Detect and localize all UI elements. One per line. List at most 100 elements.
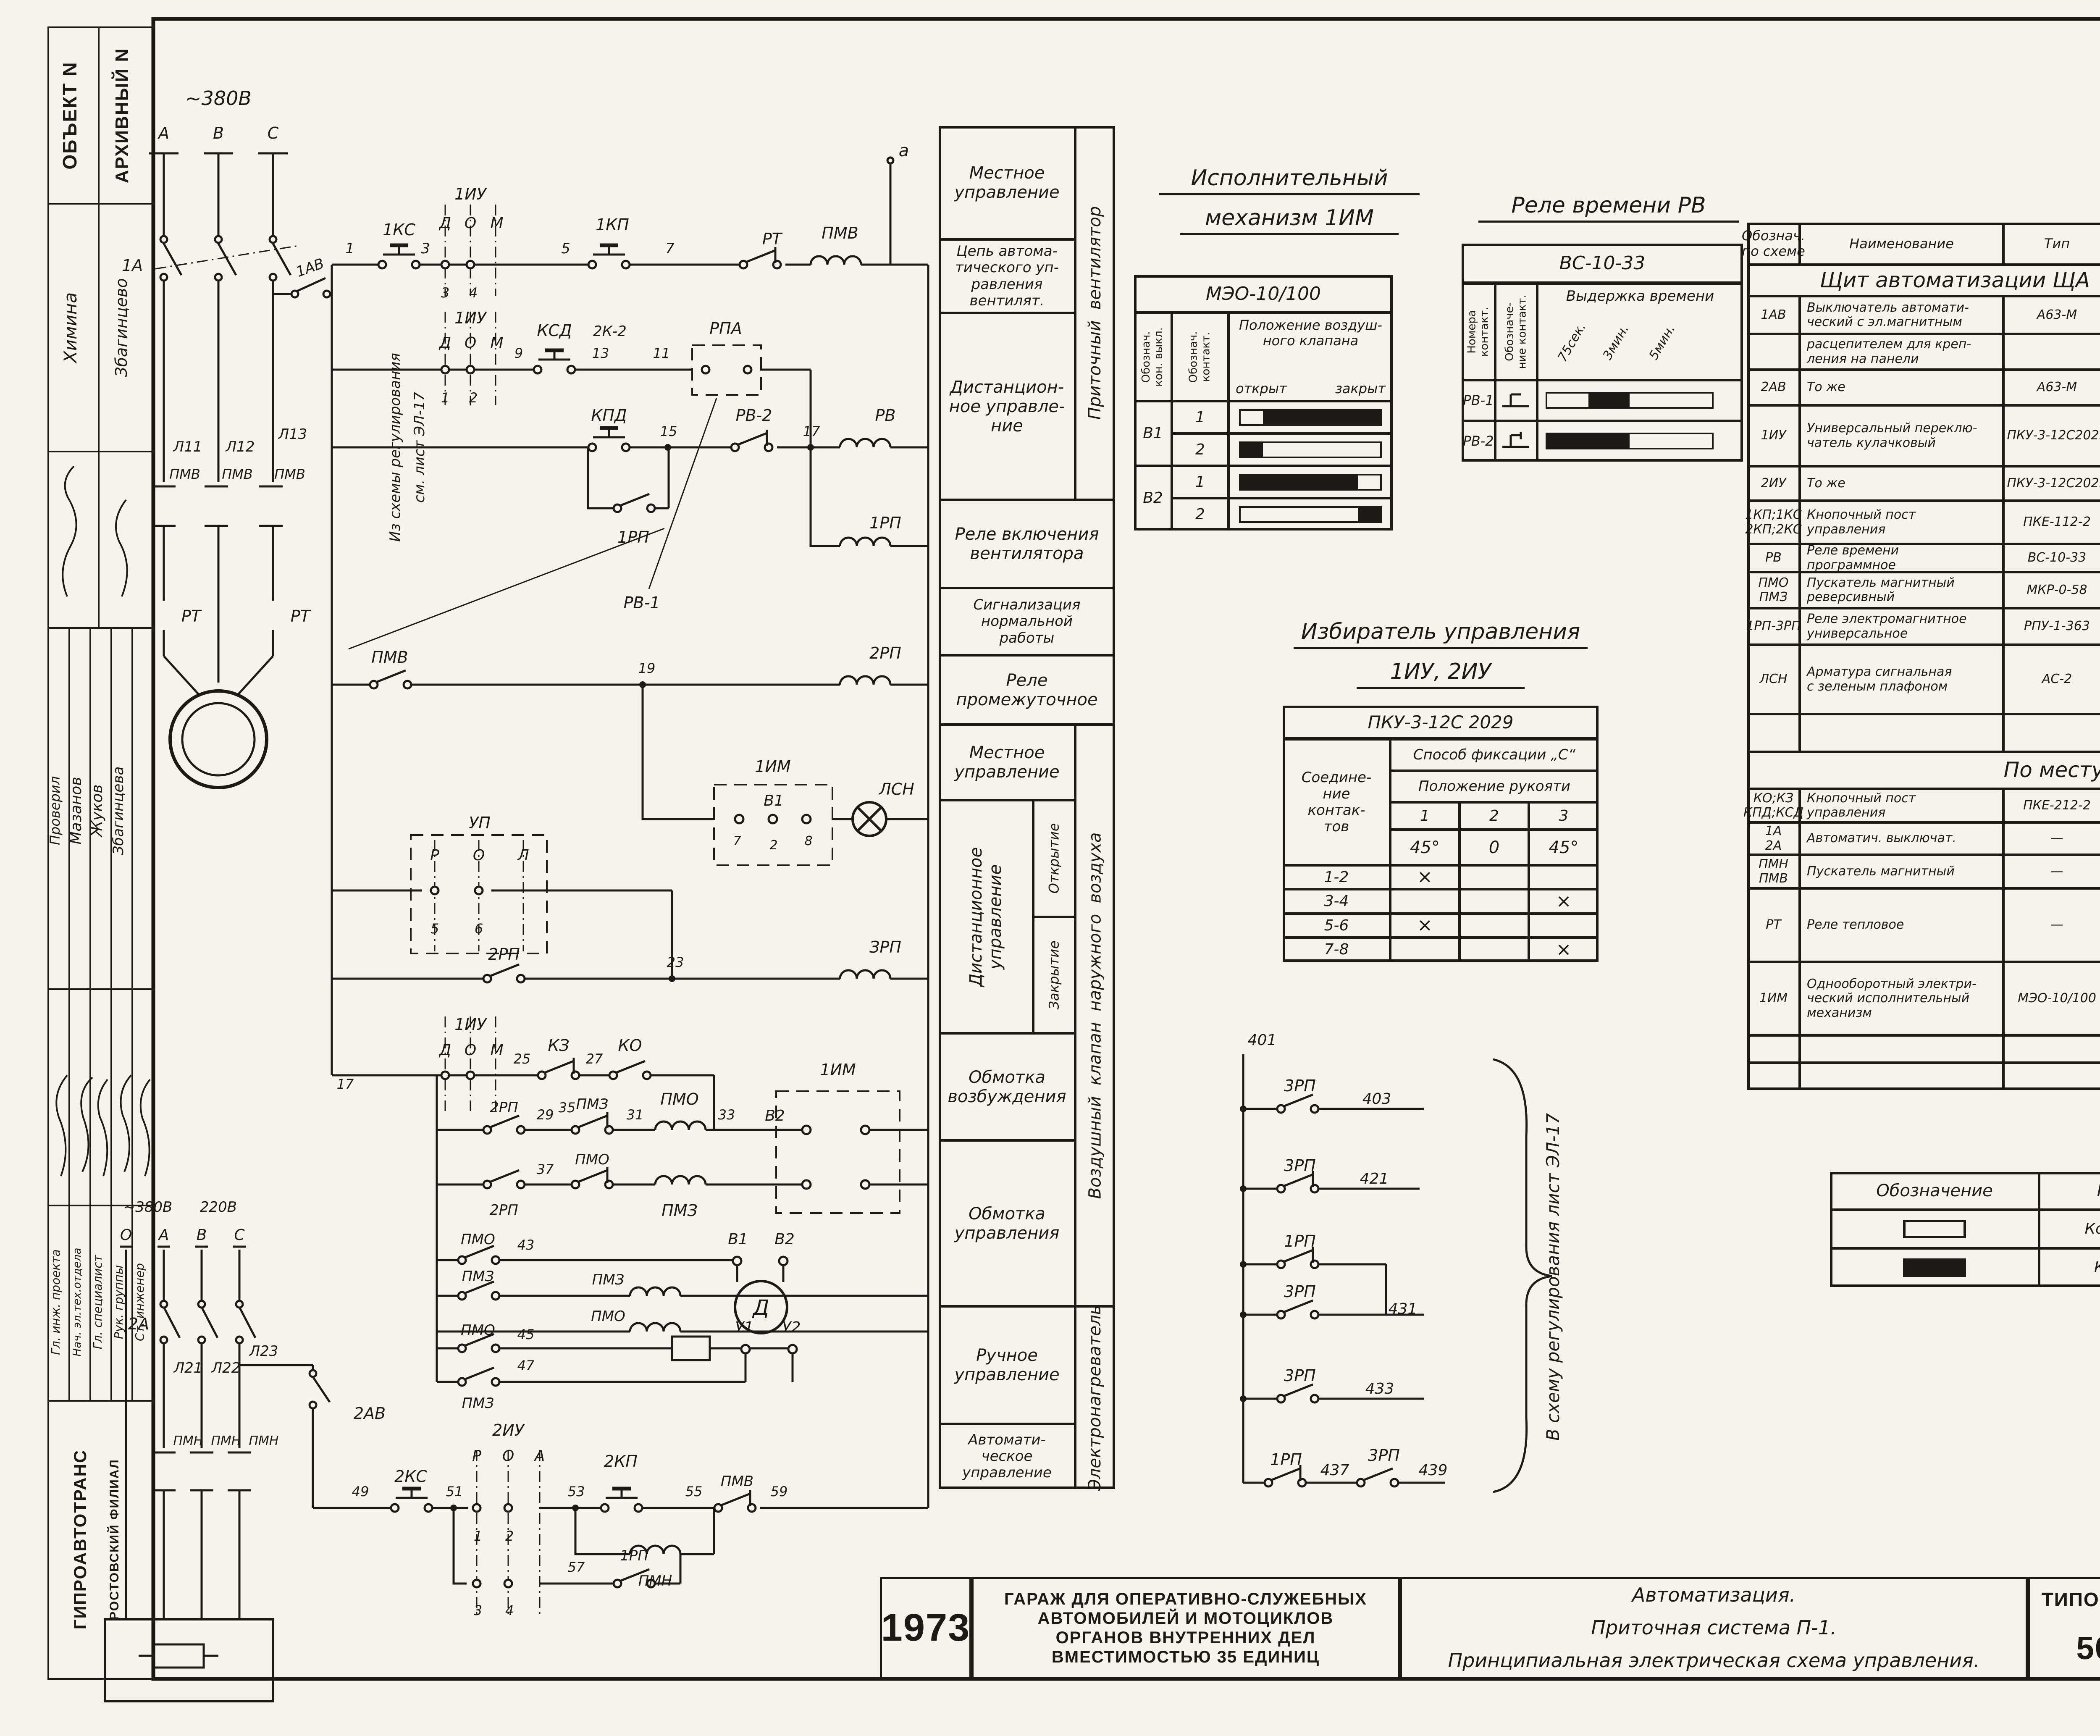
selector-columns bbox=[155, 205, 541, 1615]
schematic-label: КПД bbox=[591, 406, 627, 425]
rv-contact-symbol bbox=[1502, 393, 1529, 407]
sel-mark-cell: × bbox=[1390, 865, 1460, 889]
schematic-label: Л12 bbox=[225, 439, 255, 455]
bom-ref: 1А 2А bbox=[1747, 822, 1800, 855]
rv-contact-symbol bbox=[1502, 431, 1529, 448]
rv-contact-glyph bbox=[1495, 380, 1537, 421]
schematic-label: Л13 bbox=[278, 426, 307, 443]
apparatus-boxes bbox=[410, 344, 900, 1214]
schematic-label: О bbox=[465, 334, 476, 352]
title-object-line: ВМЕСТИМОСТЬЮ 35 ЕДИНИЦ bbox=[1051, 1647, 1320, 1666]
schematic-label: Проверил bbox=[47, 776, 63, 845]
schematic-label: 13 bbox=[592, 345, 609, 361]
schematic-label: 401 bbox=[1248, 1032, 1277, 1049]
sel-mark-cell: × bbox=[1390, 914, 1460, 938]
selector-table-title-2: 1ИУ, 2ИУ bbox=[1357, 659, 1525, 689]
terminals bbox=[159, 156, 895, 1589]
schematic-label: ПМВ bbox=[222, 466, 253, 482]
signature-squiggles bbox=[55, 465, 151, 1177]
schematic-label: ПМО bbox=[660, 1090, 698, 1108]
rv-time-span bbox=[1546, 433, 1714, 449]
bom-name: Пускатель магнитный реверсивный bbox=[1800, 572, 2003, 608]
schematic-label: 19 bbox=[638, 660, 656, 676]
schematic-label: 2А bbox=[128, 1315, 149, 1333]
bom-name: Реле тепловое bbox=[1800, 888, 2003, 962]
rv-table-title: Реле времени РВ bbox=[1478, 193, 1739, 223]
sel-mark-cell bbox=[1460, 914, 1529, 938]
schematic-label: 11 bbox=[653, 345, 670, 361]
sel-mark-cell bbox=[1460, 865, 1529, 889]
bom-type: МКР-0-58 bbox=[2003, 572, 2100, 608]
schematic-label: 51 bbox=[446, 1484, 463, 1500]
bom-name: Реле электромагнитное универсальное bbox=[1800, 608, 2003, 645]
im-contact-state-filled-span bbox=[1241, 474, 1358, 491]
bom-name bbox=[1800, 1035, 2003, 1063]
schematic-label: 2КП bbox=[604, 1452, 638, 1471]
schematic-label: ЗРП bbox=[869, 938, 901, 956]
schematic-label: 7 bbox=[733, 834, 741, 848]
bom-type: А63-М bbox=[2003, 296, 2100, 334]
schematic-label: РТ bbox=[762, 230, 783, 248]
schematic-label: 2КС bbox=[394, 1467, 427, 1486]
bom-name: То же bbox=[1800, 466, 2003, 501]
schematic-label: ПМЗ bbox=[576, 1096, 609, 1113]
function-row-4: Сигнализация нормальной работы bbox=[939, 588, 1115, 655]
schematic-label: Рук. группы bbox=[112, 1265, 126, 1339]
schematic-label: 37 bbox=[537, 1161, 554, 1177]
schematic-label: 49 bbox=[352, 1484, 369, 1500]
legend-symbol-filled bbox=[1903, 1258, 1966, 1277]
function-row-11: Автомати- ческое управление bbox=[939, 1424, 1075, 1489]
schematic-label: В bbox=[197, 1226, 207, 1244]
schematic-label: 1РП bbox=[869, 514, 901, 532]
bom-name: Универсальный переклю- чатель кулачковый bbox=[1800, 405, 2003, 466]
schematic-label: 17 bbox=[803, 423, 820, 439]
bom-ref: ПМН ПМВ bbox=[1747, 855, 1800, 888]
sel-contacts-1-2: 1-2 bbox=[1283, 865, 1390, 889]
title-series: ТИПОВОЙ ПРОЕКТ 503-208 bbox=[2028, 1577, 2100, 1679]
schematic-label: РВ bbox=[875, 406, 896, 425]
im-contact-state bbox=[1239, 441, 1382, 458]
series-label: ТИПОВОЙ ПРОЕКТ bbox=[2041, 1589, 2100, 1611]
bom-type bbox=[2003, 1035, 2100, 1063]
title-line: Автоматизация. bbox=[1632, 1584, 1796, 1607]
rv-time-span-filled-span bbox=[1588, 392, 1630, 409]
schematic-label: Нач. эл.тех.отдела bbox=[71, 1248, 84, 1357]
schematic-label: О bbox=[120, 1226, 132, 1244]
bom-type: ВС-10-33 bbox=[2003, 544, 2100, 572]
bom-type: ПКУ-3-12С2029 bbox=[2003, 405, 2100, 466]
schematic-label: О bbox=[502, 1447, 514, 1465]
schematic-label: Л23 bbox=[249, 1343, 278, 1360]
schematic-label: Збагинцево bbox=[112, 278, 131, 377]
selector-table-title-1: Избиратель управления bbox=[1294, 619, 1588, 649]
im-contact-number: 1 bbox=[1172, 401, 1228, 433]
schematic-label: РТ bbox=[181, 607, 202, 625]
schematic-label: 403 bbox=[1362, 1090, 1391, 1108]
schematic-label: 1КП bbox=[596, 215, 629, 234]
schematic-label: У1 bbox=[735, 1319, 754, 1336]
function-row-1: Цепь автома- тического уп- равления вент… bbox=[939, 239, 1075, 313]
schematic-label: РТ bbox=[291, 607, 311, 625]
schematic-label: 2 bbox=[469, 390, 478, 406]
legend-frame bbox=[1830, 1172, 2100, 1287]
schematic-label: 43 bbox=[517, 1237, 535, 1253]
bom-type: РПУ-1-363 bbox=[2003, 608, 2100, 645]
schematic-label: 4 bbox=[469, 285, 478, 301]
bom-name: Автоматич. выключат. bbox=[1800, 822, 2003, 855]
schematic-label: 1 bbox=[441, 390, 449, 406]
im-contact-state bbox=[1239, 506, 1382, 523]
schematic-label: ПМЗ bbox=[662, 1201, 698, 1220]
schematic-label: Гл. инж. проекта bbox=[49, 1249, 63, 1355]
bom-type: АС-2 bbox=[2003, 645, 2100, 714]
title-object: ГАРАЖ ДЛЯ ОПЕРАТИВНО-СЛУЖЕБНЫХ АВТОМОБИЛ… bbox=[971, 1577, 1400, 1679]
schematic-label: М bbox=[490, 215, 503, 232]
schematic-label: ПМВ bbox=[274, 466, 305, 482]
schematic-label: 2ИУ bbox=[492, 1421, 525, 1439]
bom-name bbox=[1800, 714, 2003, 752]
schematic-label: 8 bbox=[804, 834, 812, 848]
schematic-label: 57 bbox=[568, 1559, 585, 1575]
schematic-label: Д bbox=[438, 1042, 451, 1059]
schematic-label: ПМЗ bbox=[462, 1268, 494, 1285]
bom-name: расцепителем для креп- ления на панели bbox=[1800, 334, 2003, 370]
schematic-label: 29 bbox=[537, 1107, 554, 1123]
